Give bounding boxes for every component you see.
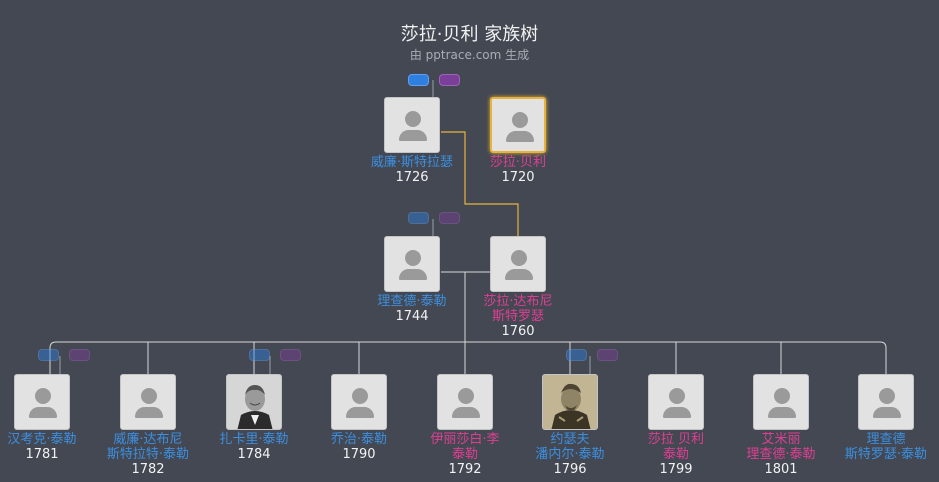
portrait-photo [226,374,282,430]
person-zachary[interactable]: 扎卡里·泰勒 1784 [194,374,314,463]
person-name-line2: 斯特罗瑟 [491,309,544,324]
person-silhouette-icon [858,374,914,430]
person-silhouette-icon [331,374,387,430]
person-year: 1760 [501,324,535,339]
person-year: 1744 [395,309,429,324]
male-badge[interactable] [408,212,429,224]
person-year: 1781 [25,447,59,462]
portrait-photo [542,374,598,430]
person-year: 1726 [395,170,429,185]
page-subtitle: 由 pptrace.com 生成 [409,48,530,62]
person-silhouette-icon [490,236,546,292]
person-name: 理查德·泰勒 [377,294,447,309]
person-george[interactable]: 乔治·泰勒 1790 [299,374,419,463]
female-badge[interactable] [69,349,90,361]
person-silhouette-icon [753,374,809,430]
page-title: 莎拉·贝利 家族树 [400,24,539,45]
person-name-line2: 斯特罗瑟·泰勒 [844,447,928,462]
connector-child-badge-links [59,356,591,374]
person-year: 1790 [342,447,376,462]
person-year: 1782 [131,462,165,477]
person-silhouette-icon [384,97,440,153]
person-richard-s[interactable]: 理查德 斯特罗瑟·泰勒 [826,374,939,462]
person-elizabeth[interactable]: 伊丽莎白·李 泰勒 1792 [405,374,525,478]
person-name: 汉考克·泰勒 [7,432,77,447]
male-badge[interactable] [408,74,429,86]
person-hancock[interactable]: 汉考克·泰勒 1781 [0,374,102,463]
person-name-line2: 泰勒 [662,447,689,462]
person-name: 威廉·斯特拉瑟 [370,155,454,170]
person-silhouette-icon [120,374,176,430]
person-name-line1: 约瑟夫 [550,432,590,447]
male-badge[interactable] [38,349,59,361]
person-sarah-bailey[interactable]: 莎拉·贝利 1720 [458,97,578,186]
person-name-line1: 莎拉 贝利 [647,432,705,447]
person-william-dabney[interactable]: 威廉·达布尼 斯特拉特·泰勒 1782 [88,374,208,478]
female-badge[interactable] [280,349,301,361]
person-name-line2: 斯特拉特·泰勒 [106,447,190,462]
female-badge[interactable] [439,212,460,224]
person-name-line1: 威廉·达布尼 [113,432,183,447]
person-emily[interactable]: 艾米丽 理查德·泰勒 1801 [721,374,841,478]
male-badge[interactable] [566,349,587,361]
person-sarah-b[interactable]: 莎拉 贝利 泰勒 1799 [616,374,736,478]
person-sarah-dabney[interactable]: 莎拉·达布尼 斯特罗瑟 1760 [458,236,578,340]
person-name-line1: 理查德 [866,432,906,447]
person-name-line1: 莎拉·达布尼 [483,294,553,309]
person-silhouette-icon [648,374,704,430]
person-name-line2: 理查德·泰勒 [746,447,816,462]
female-badge[interactable] [439,74,460,86]
person-name: 乔治·泰勒 [330,432,388,447]
person-silhouette-icon [14,374,70,430]
female-badge[interactable] [597,349,618,361]
person-year: 1801 [764,462,798,477]
connector-children-rail [49,341,887,374]
person-william-stratus[interactable]: 威廉·斯特拉瑟 1726 [352,97,472,186]
person-silhouette-icon [437,374,493,430]
person-name-line2: 泰勒 [451,447,478,462]
person-year: 1796 [553,462,587,477]
connector-g1-couple [441,131,519,236]
person-name: 扎卡里·泰勒 [219,432,289,447]
person-year: 1792 [448,462,482,477]
male-badge[interactable] [249,349,270,361]
person-silhouette-icon [490,97,546,153]
person-richard-taylor[interactable]: 理查德·泰勒 1744 [352,236,472,325]
connector-children-stubs [147,338,782,374]
person-name-line1: 伊丽莎白·李 [430,432,500,447]
person-joseph[interactable]: 约瑟夫 潘内尔·泰勒 1796 [510,374,630,478]
person-year: 1799 [659,462,693,477]
person-silhouette-icon [384,236,440,292]
person-name: 莎拉·贝利 [489,155,547,170]
person-year: 1784 [237,447,271,462]
person-year: 1720 [501,170,535,185]
person-name-line1: 艾米丽 [761,432,801,447]
person-name-line2: 潘内尔·泰勒 [535,447,605,462]
